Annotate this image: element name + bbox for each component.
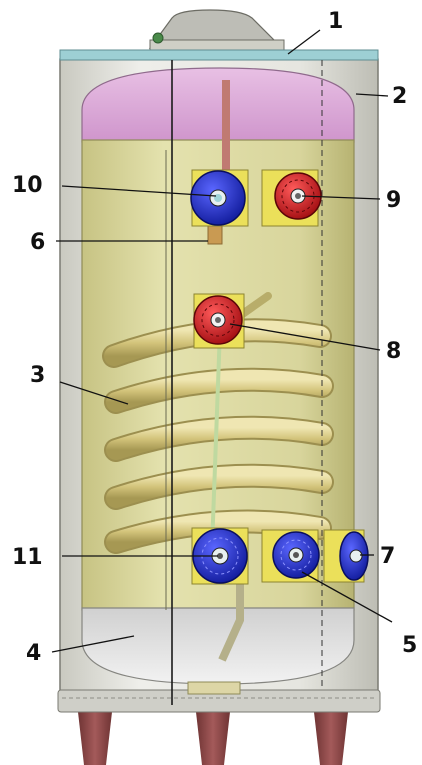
bottom-dome xyxy=(81,607,355,685)
foot-left xyxy=(78,712,112,765)
hot-water-outlet-valve-9 xyxy=(274,172,322,220)
foot-center xyxy=(196,712,230,765)
cold-water-inlet-valve-10 xyxy=(190,170,246,226)
callout-2: 2 xyxy=(392,84,407,109)
top-dome xyxy=(81,67,355,143)
top-cap xyxy=(148,9,285,51)
coil-return-valve-11 xyxy=(192,528,248,584)
callout-9: 9 xyxy=(386,188,401,213)
top-screw-icon xyxy=(152,32,164,44)
drain-stub xyxy=(187,681,241,695)
callout-8: 8 xyxy=(386,339,401,364)
callout-7: 7 xyxy=(380,544,395,569)
callout-11: 11 xyxy=(12,545,43,570)
callout-6: 6 xyxy=(30,230,45,255)
callout-4: 4 xyxy=(26,641,41,666)
callout-1: 1 xyxy=(328,9,343,34)
coil-flow-valve-8 xyxy=(193,295,243,345)
callout-5: 5 xyxy=(402,633,417,658)
callout-3: 3 xyxy=(30,363,45,388)
callout-labels: 1 2 3 4 5 6 7 8 9 10 11 xyxy=(12,9,417,666)
lid-plate xyxy=(59,49,379,61)
cold-water-valve-5 xyxy=(272,531,320,579)
foot-right xyxy=(314,712,348,765)
side-valve-7 xyxy=(339,531,369,581)
callout-10: 10 xyxy=(12,173,43,198)
feet xyxy=(78,712,348,765)
leader-lines xyxy=(51,29,393,653)
